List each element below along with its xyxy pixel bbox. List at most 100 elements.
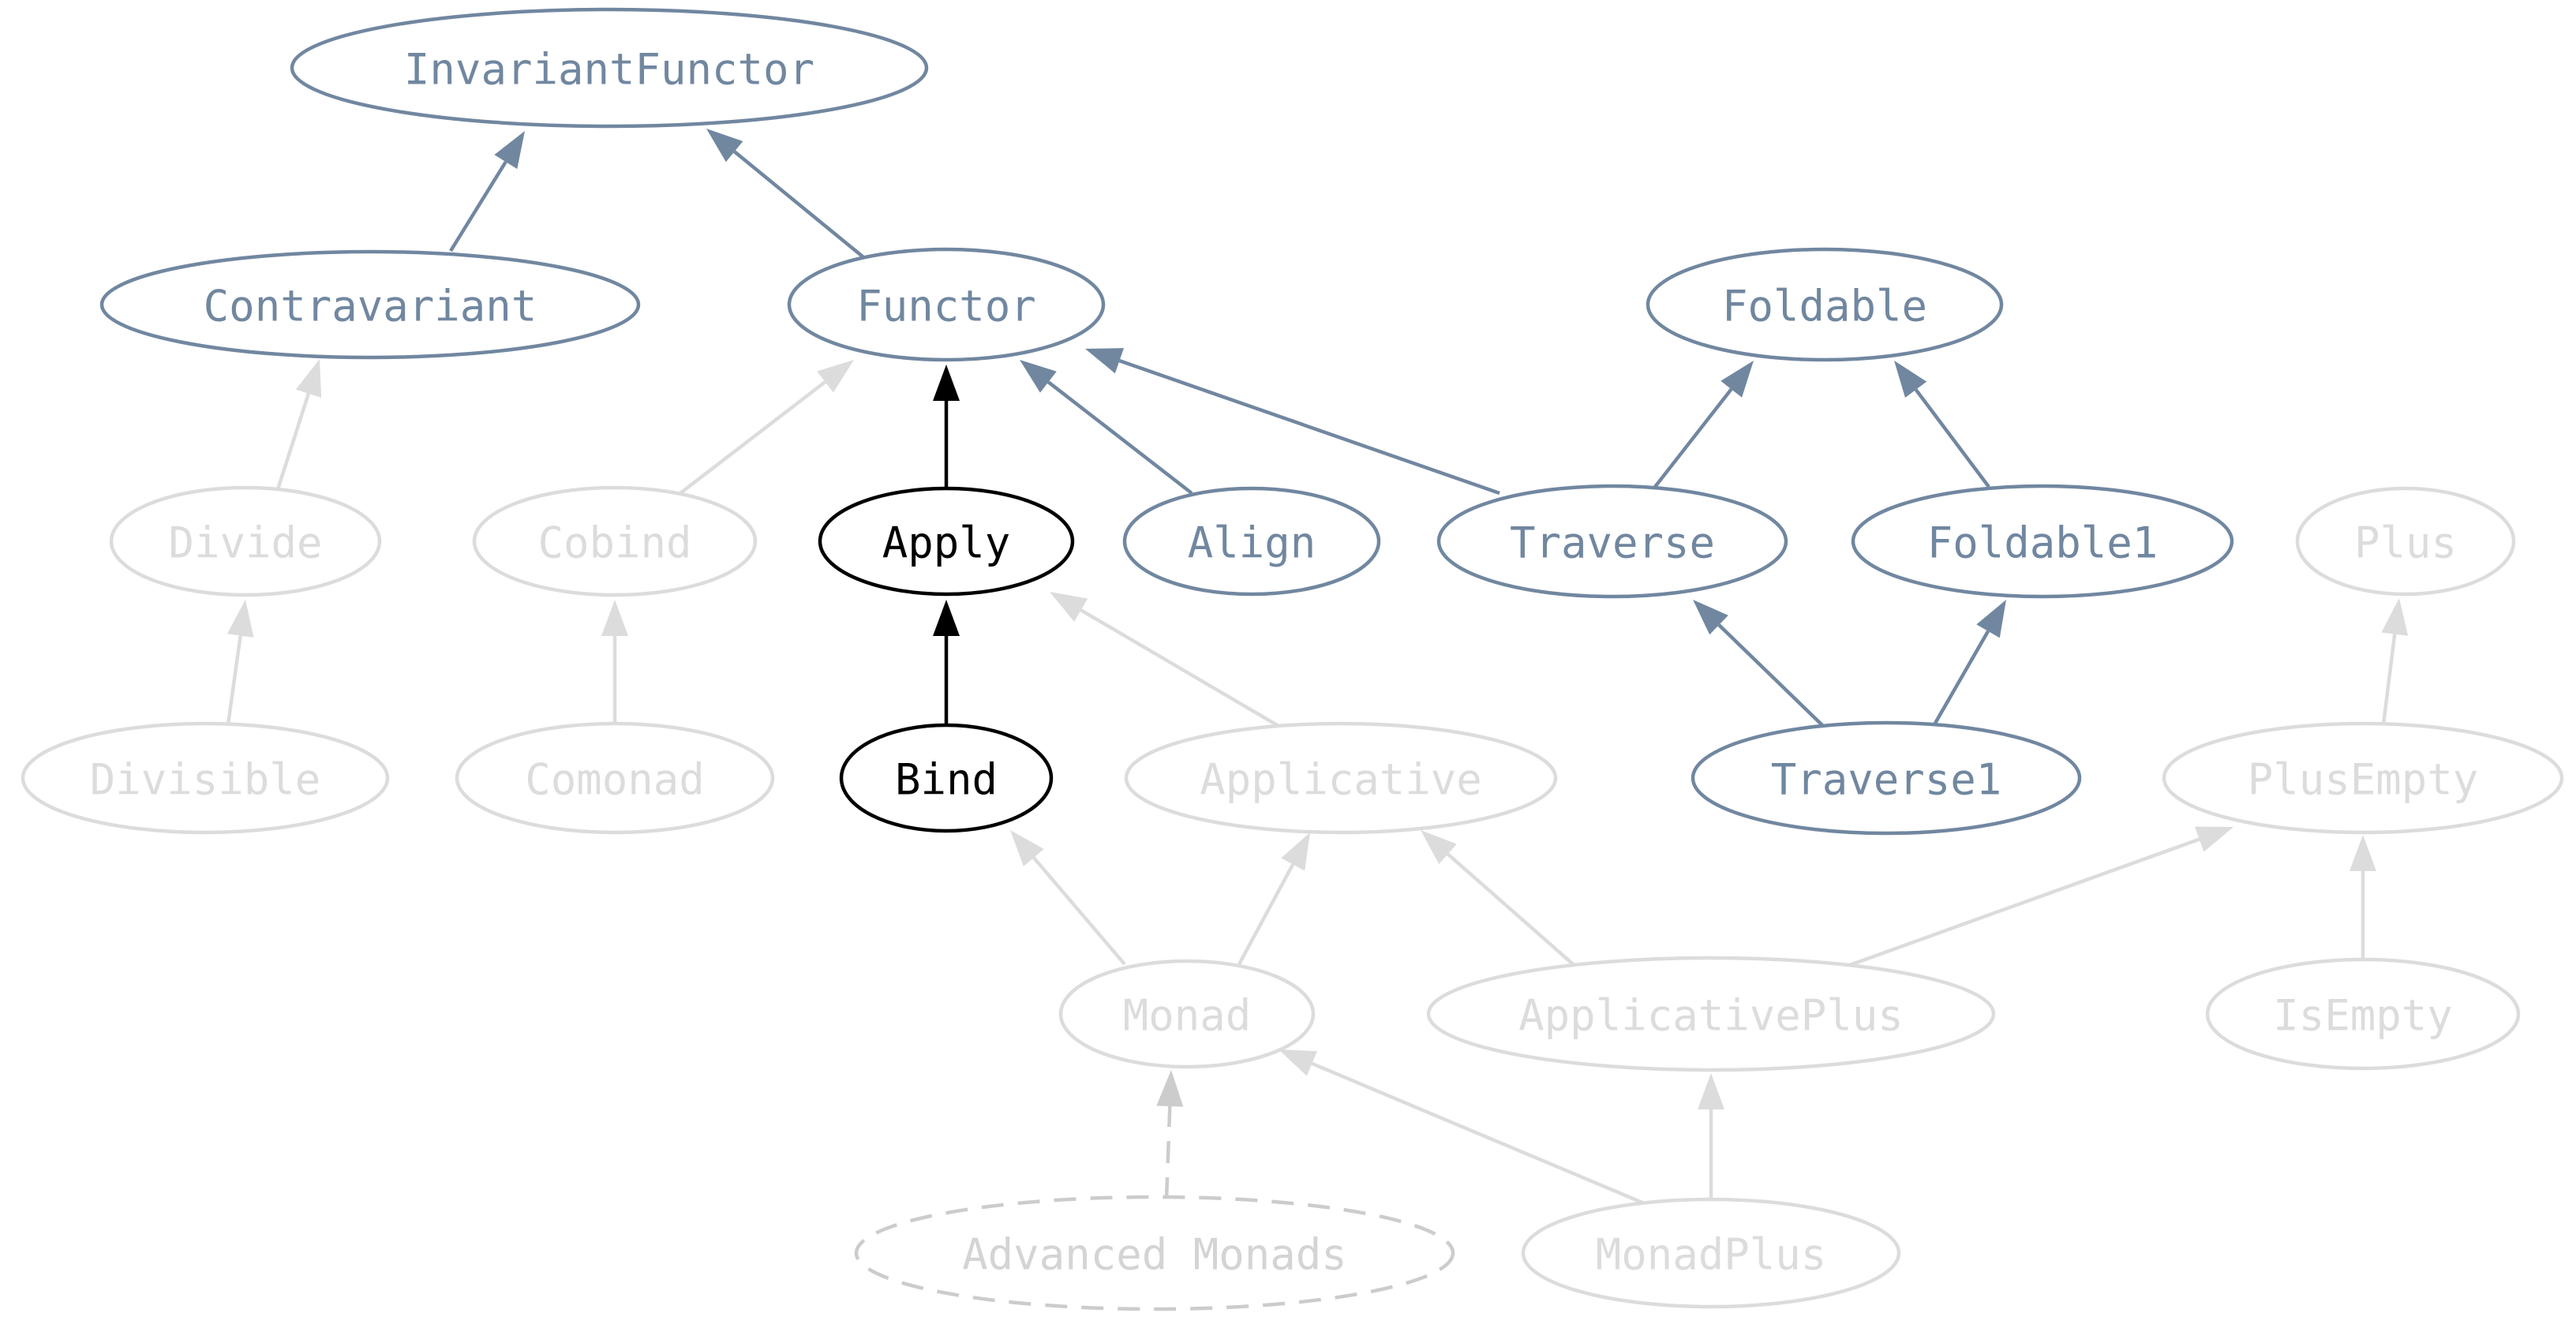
edge-shaft: [1717, 623, 1825, 728]
node-label: Plus: [2354, 518, 2457, 568]
node-applicative[interactable]: Applicative: [1124, 721, 1558, 835]
edge-monad-to-applicative: [1237, 832, 1310, 966]
edge-monad-to-bind: [1010, 830, 1126, 966]
node-outline[interactable]: [109, 485, 382, 597]
node-label: Applicative: [1200, 755, 1482, 805]
arrowhead-icon: [1720, 361, 1754, 398]
node-applicativeplus[interactable]: ApplicativePlus: [1426, 956, 1996, 1072]
node-outline[interactable]: [839, 723, 1054, 833]
arrowhead-icon: [2349, 835, 2376, 871]
arrowhead-icon: [1050, 592, 1088, 622]
edge-apply-to-functor: [933, 365, 960, 487]
edge-monadplus-to-applicativeplus: [1698, 1073, 1724, 1199]
node-comonad[interactable]: Comonad: [455, 721, 775, 835]
node-outline[interactable]: [99, 249, 641, 360]
node-label: Traverse1: [1771, 755, 2002, 805]
node-outline[interactable]: [1690, 720, 2082, 836]
node-outline[interactable]: [1851, 484, 2234, 599]
node-outline[interactable]: [2162, 721, 2564, 835]
node-outline[interactable]: [2205, 957, 2521, 1071]
node-traverse1[interactable]: Traverse1: [1690, 720, 2082, 836]
edge-shaft: [1237, 863, 1295, 966]
edge-shaft: [1032, 856, 1126, 966]
arrowhead-icon: [933, 600, 960, 636]
node-isempty[interactable]: IsEmpty: [2205, 957, 2521, 1071]
edge-shaft: [1080, 608, 1280, 728]
node-traverse[interactable]: Traverse: [1436, 484, 1788, 599]
edge-traverse-to-functor: [1085, 348, 1500, 496]
node-label: Divisible: [90, 755, 321, 805]
node-outline[interactable]: [472, 485, 758, 597]
edge-shaft: [1311, 1061, 1649, 1207]
arrowhead-icon: [295, 359, 322, 398]
node-outline[interactable]: [818, 486, 1075, 597]
edge-align-to-functor: [1020, 360, 1193, 495]
node-advancedmonads[interactable]: Advanced Monads: [854, 1195, 1455, 1311]
arrowhead-icon: [1156, 1070, 1184, 1107]
node-invariantfunctor[interactable]: InvariantFunctor: [290, 7, 929, 129]
node-bind[interactable]: Bind: [839, 723, 1054, 833]
node-outline[interactable]: [1124, 721, 1558, 835]
node-outline[interactable]: [1646, 247, 2004, 362]
node-label: Apply: [882, 518, 1011, 568]
node-monad[interactable]: Monad: [1058, 959, 1316, 1069]
node-divide[interactable]: Divide: [109, 485, 382, 597]
node-label: InvariantFunctor: [404, 45, 814, 95]
node-outline[interactable]: [1058, 959, 1316, 1069]
edge-comonad-to-cobind: [601, 600, 628, 724]
node-label: Cobind: [537, 518, 691, 568]
node-label: Contravariant: [204, 282, 537, 331]
arrowhead-icon: [1010, 830, 1044, 867]
node-outline[interactable]: [1521, 1197, 1901, 1309]
node-monadplus[interactable]: MonadPlus: [1521, 1197, 1901, 1309]
arrowhead-icon: [933, 365, 960, 401]
node-functor[interactable]: Functor: [787, 247, 1106, 362]
node-label: PlusEmpty: [2248, 755, 2479, 805]
arrowhead-icon: [706, 129, 743, 163]
node-outline[interactable]: [2295, 486, 2516, 597]
edge-shaft: [275, 393, 311, 490]
arrowhead-icon: [1279, 1049, 1317, 1076]
arrowhead-icon: [1894, 361, 1927, 398]
node-contravariant[interactable]: Contravariant: [99, 249, 641, 360]
edge-shaft: [733, 150, 869, 262]
edge-functor-to-invariantfunctor: [706, 129, 869, 262]
arrowhead-icon: [2194, 826, 2233, 852]
node-foldable[interactable]: Foldable: [1646, 247, 2004, 362]
node-outline[interactable]: [1122, 486, 1381, 597]
node-outline[interactable]: [455, 721, 775, 835]
edge-plusempty-to-plus: [2381, 598, 2409, 725]
edge-shaft: [1447, 852, 1580, 971]
node-outline[interactable]: [787, 247, 1106, 362]
edges-layer: [226, 129, 2409, 1207]
node-plusempty[interactable]: PlusEmpty: [2162, 721, 2564, 835]
edge-bind-to-apply: [933, 600, 960, 726]
edge-isempty-to-plusempty: [2349, 835, 2376, 960]
arrowhead-icon: [817, 360, 854, 393]
arrowhead-icon: [601, 600, 628, 636]
node-cobind[interactable]: Cobind: [472, 485, 758, 597]
node-align[interactable]: Align: [1122, 486, 1381, 597]
node-outline[interactable]: [1436, 484, 1788, 599]
edge-traverse1-to-foldable1: [1932, 600, 2006, 728]
edge-advancedmonads-to-monad: [1156, 1070, 1184, 1200]
edge-shaft: [1118, 359, 1500, 496]
edge-divide-to-contravariant: [275, 359, 322, 490]
node-plus[interactable]: Plus: [2295, 486, 2516, 597]
edge-divisible-to-divide: [226, 600, 254, 725]
node-label: Foldable: [1722, 282, 1927, 331]
node-label: Monad: [1123, 991, 1252, 1041]
node-label: Advanced Monads: [962, 1230, 1347, 1280]
arrowhead-icon: [494, 131, 525, 170]
node-outline[interactable]: [1426, 956, 1996, 1072]
node-outline[interactable]: [854, 1195, 1455, 1311]
edge-contravariant-to-invariantfunctor: [449, 131, 525, 253]
node-apply[interactable]: Apply: [818, 486, 1075, 597]
node-outline[interactable]: [290, 7, 929, 129]
node-label: Align: [1188, 518, 1316, 568]
arrowhead-icon: [1421, 830, 1457, 865]
node-divisible[interactable]: Divisible: [21, 721, 390, 835]
node-outline[interactable]: [21, 721, 390, 835]
node-foldable1[interactable]: Foldable1: [1851, 484, 2234, 599]
